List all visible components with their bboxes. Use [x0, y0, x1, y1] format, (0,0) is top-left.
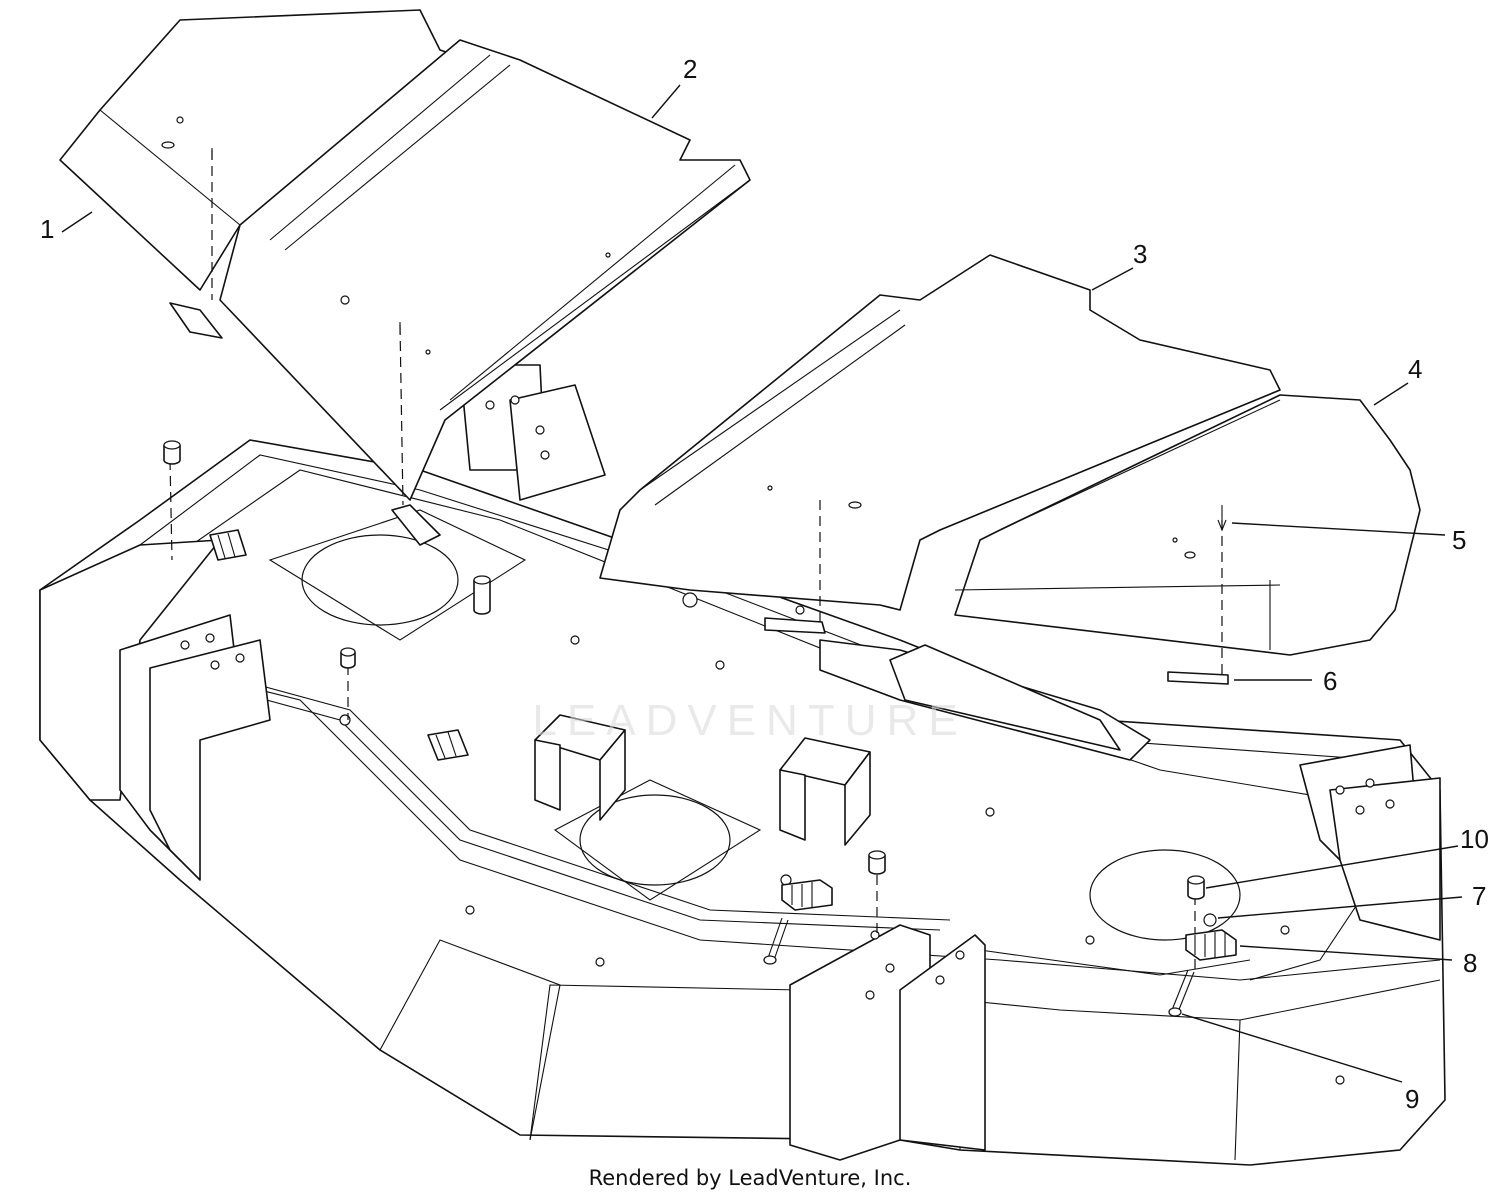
callout-7: 7 [1472, 881, 1486, 911]
leader-3 [1091, 267, 1134, 291]
leader-5 [1231, 522, 1446, 536]
part-3-shield-right-center [599, 254, 1281, 611]
leader-8 [1239, 945, 1453, 961]
leader-2 [651, 84, 681, 119]
part-6-plate [169, 302, 1229, 685]
mower-deck [39, 364, 1446, 1166]
leader-9 [1181, 1013, 1403, 1083]
leader-10 [1205, 845, 1459, 889]
part-4-shield-right-end [954, 394, 1421, 656]
callout-1: 1 [40, 214, 54, 244]
callout-6: 6 [1323, 666, 1337, 696]
rendered-by-footer: Rendered by LeadVenture, Inc. [588, 1166, 912, 1190]
callout-3: 3 [1133, 239, 1147, 269]
part-8-cushion-block [209, 529, 1237, 961]
part-1-shield-left-end [59, 9, 471, 291]
callout-2: 2 [683, 54, 697, 84]
callout-10: 10 [1460, 824, 1489, 854]
callout-9: 9 [1405, 1084, 1419, 1114]
callouts: 1 2 3 4 5 6 7 8 9 10 [40, 54, 1489, 1114]
part-10-spacer [163, 440, 1205, 900]
leader-1 [61, 211, 93, 233]
callout-5: 5 [1452, 525, 1466, 555]
part-5-screw [211, 148, 1227, 532]
callout-8: 8 [1463, 948, 1477, 978]
part-2-shield-left-center [219, 39, 751, 501]
part-9-bolt [763, 917, 1195, 1017]
callout-4: 4 [1408, 354, 1422, 384]
watermark: LEADVENTURE [532, 696, 967, 745]
leader-7 [1217, 896, 1463, 919]
leader-4 [1373, 382, 1409, 406]
